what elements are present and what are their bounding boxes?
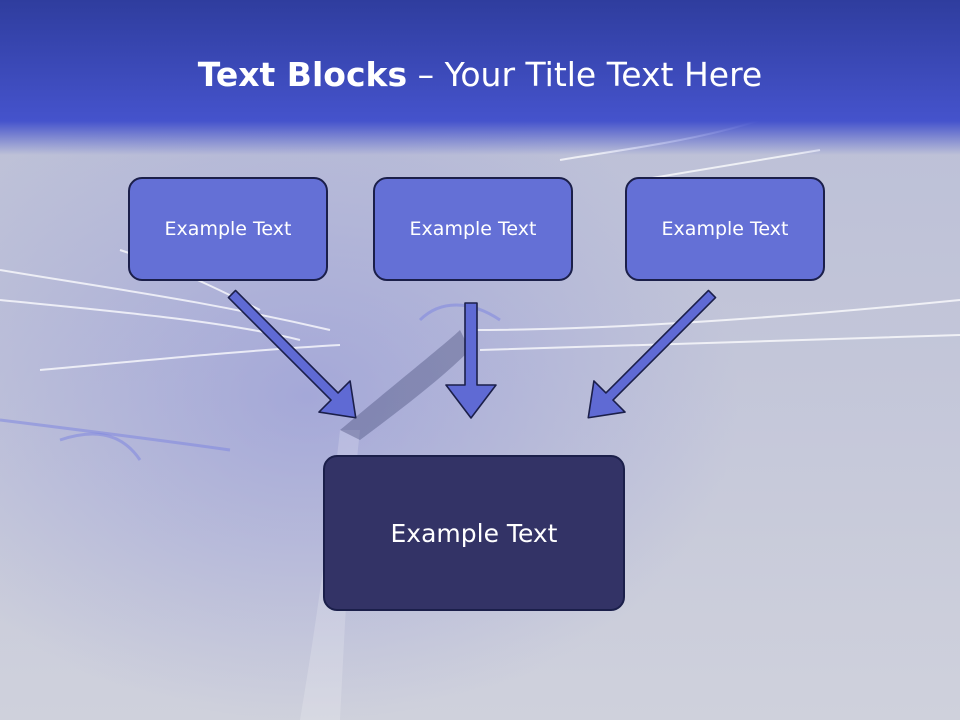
text-block-bottom-label: Example Text (390, 518, 558, 548)
title-dash: – (407, 55, 445, 94)
title-rest-text: Your Title Text Here (444, 55, 763, 94)
title-bold-text: Text Blocks (197, 55, 408, 94)
title-band (0, 0, 960, 155)
text-block-center-label: Example Text (409, 218, 537, 240)
text-block-right-label: Example Text (661, 218, 789, 240)
text-block-right[interactable]: Example Text (625, 177, 825, 281)
text-block-bottom[interactable]: Example Text (323, 455, 625, 611)
text-block-left-label: Example Text (164, 218, 292, 240)
arrow-right-to-bottom (587, 289, 717, 419)
slide-title: Text Blocks – Your Title Text Here (0, 55, 960, 94)
text-block-left[interactable]: Example Text (128, 177, 328, 281)
text-block-center[interactable]: Example Text (373, 177, 573, 281)
arrow-left-to-bottom (227, 289, 357, 419)
arrow-center-to-bottom (445, 302, 497, 419)
